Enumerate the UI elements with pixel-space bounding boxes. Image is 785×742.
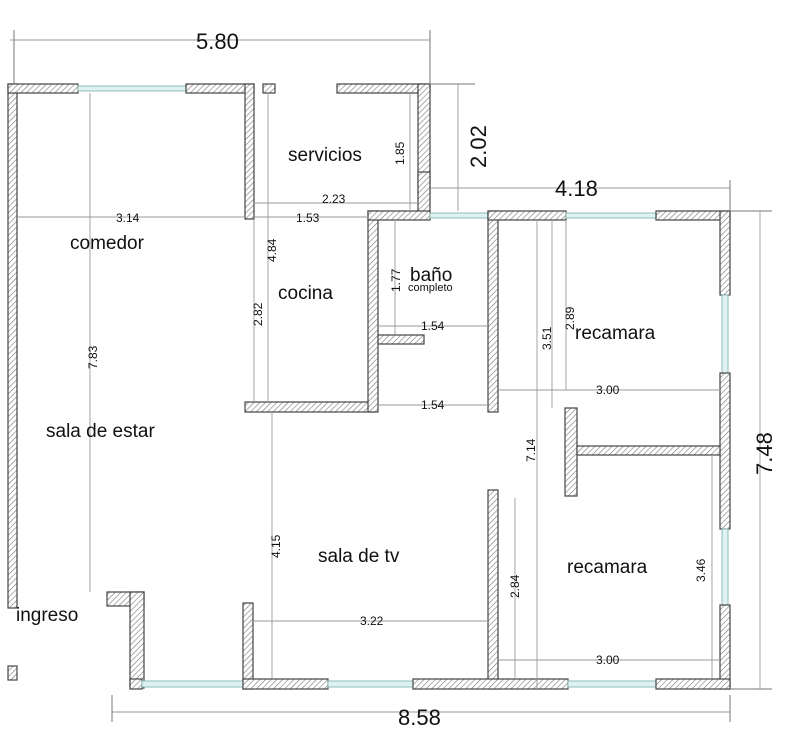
dim-label-recamara-bottom-b: 3.46 xyxy=(694,558,708,582)
window-recamara-top xyxy=(565,212,657,219)
wall-top-6 xyxy=(655,210,731,221)
dim-label-right-upper: 2.02 xyxy=(466,125,491,168)
wall-t-stem xyxy=(564,407,578,497)
dim-label-cocina-height: 2.82 xyxy=(251,302,265,326)
room-sala-tv: sala de tv xyxy=(318,546,400,567)
wall-right-1 xyxy=(719,210,731,296)
wall-ingreso-side xyxy=(129,591,145,689)
window-right-2 xyxy=(721,528,729,606)
wall-left xyxy=(7,83,18,609)
wall-right-3 xyxy=(719,604,731,690)
dimension-lines xyxy=(10,30,772,722)
wall-top-3 xyxy=(262,83,276,94)
wall-cocina-bottom xyxy=(244,401,376,413)
dim-label-recamara-top-a: 3.51 xyxy=(540,326,554,350)
wall-tv-recamara xyxy=(487,489,499,690)
room-recamara-top: recamara xyxy=(575,323,656,344)
wall-top-5 xyxy=(487,210,567,221)
dim-label-recamara-top-b: 2.89 xyxy=(563,306,577,330)
dim-label-servicios-width: 2.23 xyxy=(322,192,346,206)
wall-bottom-3 xyxy=(655,678,731,690)
dim-label-cocina-width: 1.53 xyxy=(296,211,320,225)
dim-label-hall-height: 7.14 xyxy=(524,438,538,462)
window-right-1 xyxy=(721,294,729,374)
room-cocina: cocina xyxy=(278,283,333,304)
dim-label-right: 7.48 xyxy=(752,432,777,475)
dim-label-sala-tv-height: 4.15 xyxy=(269,534,283,558)
room-servicios: servicios xyxy=(288,145,362,166)
dim-label-comedor-width: 3.14 xyxy=(116,211,140,225)
wall-bottom-1 xyxy=(242,678,329,690)
walls xyxy=(7,83,731,690)
window-bottom-2 xyxy=(327,680,414,688)
dim-label-hall-width: 1.54 xyxy=(421,398,445,412)
wall-top-4 xyxy=(336,83,431,94)
window-bano xyxy=(429,212,489,219)
wall-bottom-2 xyxy=(412,678,569,690)
wall-tv-left xyxy=(242,602,254,690)
dim-label-sala-tv-width: 3.22 xyxy=(360,614,384,628)
dim-label-top: 5.80 xyxy=(196,29,239,54)
window-comedor xyxy=(77,85,187,92)
room-bano: baño xyxy=(410,265,452,286)
dimension-labels: 5.80 2.02 4.18 7.48 8.58 3.14 7.83 1.85 … xyxy=(86,29,777,730)
room-bano-subtitle: completo xyxy=(408,282,453,294)
window-bottom-1 xyxy=(141,680,244,688)
wall-top-2 xyxy=(185,83,255,94)
dim-label-comedor-height: 7.83 xyxy=(86,345,100,369)
dim-label-bottom: 8.58 xyxy=(398,705,441,730)
dim-label-recamara-bottom-a: 2.84 xyxy=(508,574,522,598)
wall-bano-stub xyxy=(377,334,425,345)
dim-label-bano-width: 1.54 xyxy=(421,319,445,333)
wall-recamaras-divider xyxy=(576,445,721,456)
room-recamara-bottom: recamara xyxy=(567,557,648,578)
dim-label-418: 4.18 xyxy=(555,176,598,201)
wall-bano-top xyxy=(367,210,431,221)
dim-label-cocina-total: 4.84 xyxy=(265,238,279,262)
dim-label-bano-height: 1.77 xyxy=(389,268,403,292)
room-comedor: comedor xyxy=(70,233,145,254)
wall-comedor-servicios xyxy=(244,83,255,220)
wall-left-stub xyxy=(7,665,18,681)
dim-label-recamara-top-width: 3.00 xyxy=(596,383,620,397)
dim-label-recamara-bottom-width: 3.00 xyxy=(596,653,620,667)
wall-bottom-0 xyxy=(129,678,143,690)
wall-cocina-right xyxy=(367,210,379,413)
wall-top-1 xyxy=(7,83,79,94)
window-bottom-3 xyxy=(567,680,657,688)
wall-bano-recamara xyxy=(487,210,499,413)
dim-label-servicios-height: 1.85 xyxy=(393,141,407,165)
room-sala-estar: sala de estar xyxy=(46,421,155,442)
wall-right-2 xyxy=(719,372,731,530)
room-ingreso: ingreso xyxy=(16,605,78,626)
room-labels: servicios comedor cocina baño completo r… xyxy=(16,145,656,626)
